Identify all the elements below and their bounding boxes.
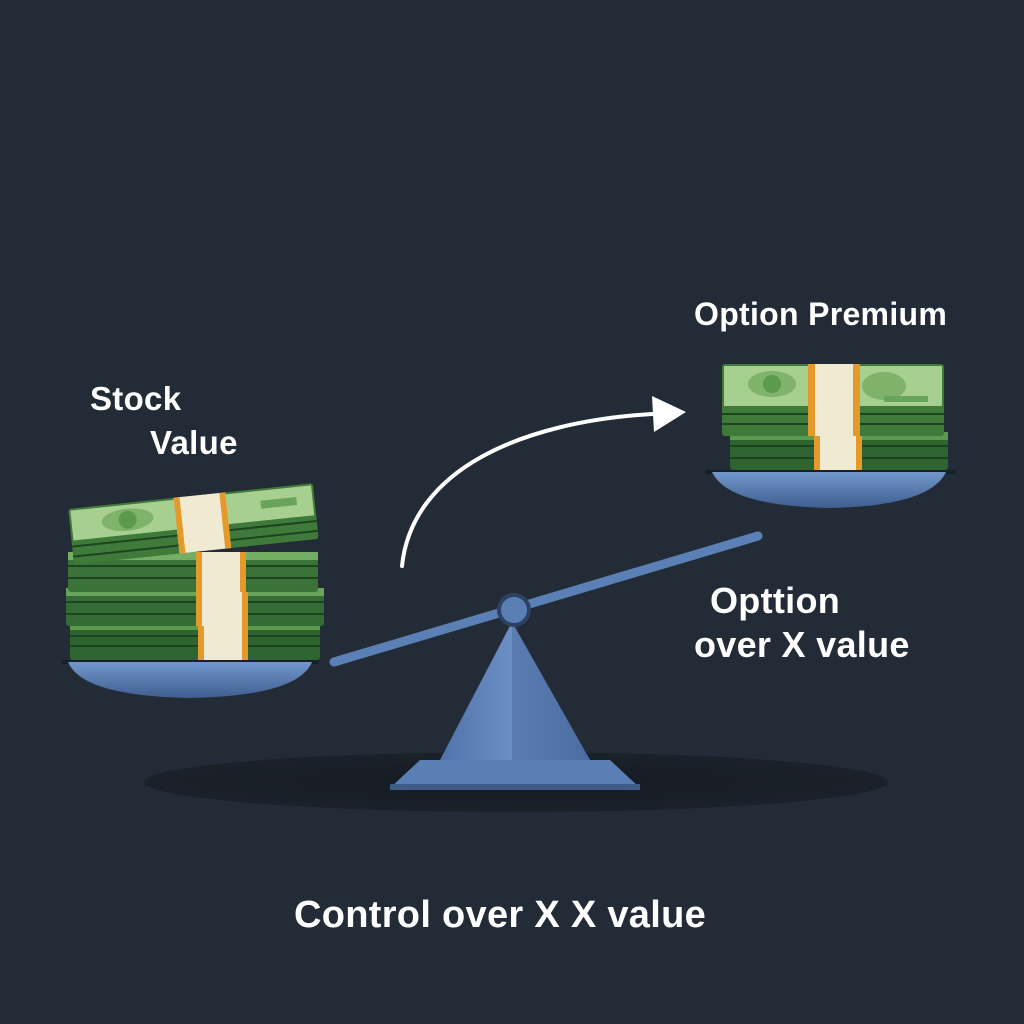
curved-arrow-icon xyxy=(400,396,686,568)
right-scale-pan xyxy=(706,470,956,508)
left-scale-pan xyxy=(62,660,318,698)
option-value-label-line2: over X value xyxy=(694,624,910,665)
caption: Control over X X value xyxy=(294,894,707,936)
money-stack-small-icon xyxy=(722,364,948,470)
stock-value-label-line1: Stock xyxy=(90,380,182,417)
balance-scale-icon xyxy=(329,531,763,790)
option-premium-label: Option Premium xyxy=(694,296,948,332)
stock-value-label-line2: Value xyxy=(150,424,238,461)
money-stack-large-icon xyxy=(66,483,324,660)
option-value-label-line1: Opttion xyxy=(710,580,841,621)
